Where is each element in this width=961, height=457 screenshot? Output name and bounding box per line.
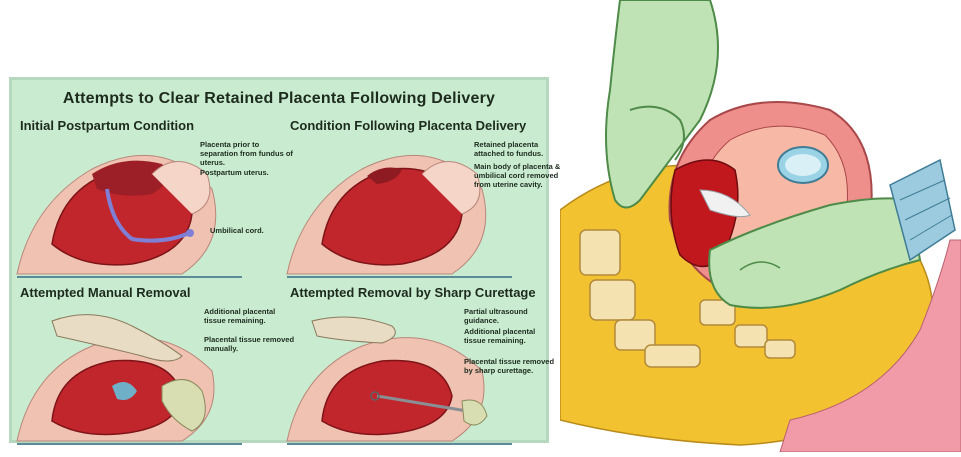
panel-initial-postpartum: Initial Postpartum Condition Placenta pr…	[12, 118, 272, 288]
label-additional-tissue: Additional placental tissue remaining.	[464, 327, 559, 345]
panel-title: Initial Postpartum Condition	[20, 118, 194, 133]
panel-manual-removal: Attempted Manual Removal Additional plac…	[12, 285, 272, 455]
panel-following-delivery: Condition Following Placenta Delivery Re…	[282, 118, 542, 288]
manual-removal-cross-section	[560, 0, 961, 452]
label-removed-curettage: Placental tissue removed by sharp curett…	[464, 357, 559, 375]
label-retained-placenta: Retained placenta attached to fundus.	[474, 140, 569, 158]
panel-title: Attempted Removal by Sharp Curettage	[290, 285, 536, 300]
anatomy-illustration	[560, 0, 961, 452]
diagram-panel: Attempts to Clear Retained Placenta Foll…	[9, 77, 549, 443]
label-ultrasound-guidance: Partial ultrasound guidance.	[464, 307, 559, 325]
panel-title: Attempted Manual Removal	[20, 285, 190, 300]
panel-sharp-curettage: Attempted Removal by Sharp Curettage Par…	[282, 285, 542, 455]
label-placenta-prior: Placenta prior to separation from fundus…	[200, 140, 295, 167]
label-postpartum-uterus: Postpartum uterus.	[200, 168, 295, 177]
diagram-title: Attempts to Clear Retained Placenta Foll…	[12, 90, 546, 108]
panel-title: Condition Following Placenta Delivery	[290, 118, 526, 133]
label-main-body-removed: Main body of placenta & umbilical cord r…	[474, 162, 569, 189]
